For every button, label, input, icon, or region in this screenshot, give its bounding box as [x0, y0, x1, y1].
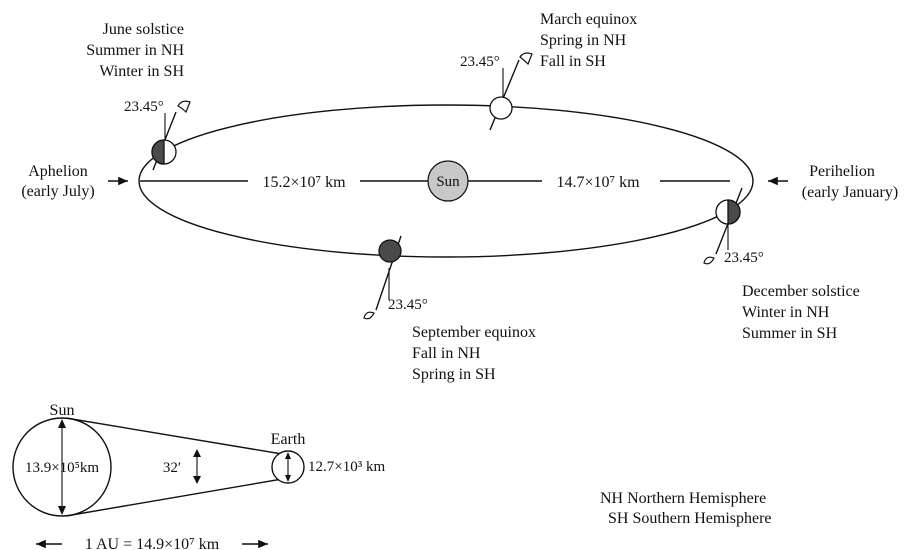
- inset-earth-arrow-top: [285, 452, 291, 459]
- september-earth: [378, 239, 402, 263]
- september-line2: Spring in SH: [412, 366, 496, 383]
- december-title: December solstice: [742, 283, 860, 300]
- march-flag-icon: [519, 52, 533, 66]
- inset-au-label: 1 AU = 14.9×10⁷ km: [85, 536, 220, 550]
- september-title: September equinox: [412, 324, 536, 341]
- inset-sun-arrow-top: [58, 419, 66, 428]
- march-line1: Spring in NH: [540, 32, 627, 49]
- march-line2: Fall in SH: [540, 53, 606, 70]
- earth-june-solstice: 23.45°: [124, 99, 191, 171]
- aphelion-distance-label: 15.2×10⁷ km: [262, 174, 346, 191]
- orbit-ellipse: [138, 104, 754, 258]
- march-tilt-label: 23.45°: [460, 54, 500, 70]
- inset-sun-arrow-bottom: [58, 506, 66, 515]
- sun-disk: [427, 160, 469, 202]
- march-axis: [489, 59, 520, 131]
- inset-earth-arrow-bottom: [285, 475, 291, 482]
- december-earth-dark: [727, 199, 741, 225]
- inset-angle-label: 32′: [163, 460, 181, 476]
- june-title: June solstice: [103, 21, 184, 38]
- geometry-inset: Sun 13.9×10⁵km 32′ Earth 12.7×10³ km 1 A…: [12, 402, 385, 550]
- aphelion-title: Aphelion: [28, 163, 88, 180]
- sun: Sun: [427, 160, 469, 202]
- aphelion-subtitle: (early July): [21, 183, 94, 200]
- september-line1: Fall in NH: [412, 345, 481, 362]
- december-line2: Summer in SH: [742, 325, 838, 342]
- june-earth-dark: [151, 139, 165, 165]
- june-tilt-label: 23.45°: [124, 99, 164, 115]
- sun-label: Sun: [436, 174, 460, 190]
- december-flag-icon: [703, 256, 715, 265]
- legend-sh: SH Southern Hemisphere: [608, 510, 772, 527]
- inset-tangent-bottom: [65, 477, 289, 517]
- inset-tangent-top: [65, 417, 289, 456]
- march-title: March equinox: [540, 11, 637, 28]
- legend: NH Northern Hemisphere SH Southern Hemis…: [600, 490, 772, 527]
- june-line1: Summer in NH: [86, 42, 184, 59]
- perihelion-subtitle: (early January): [802, 184, 898, 201]
- june-line2: Winter in SH: [99, 63, 184, 80]
- december-line1: Winter in NH: [742, 304, 830, 321]
- earth-march-equinox: 23.45°: [460, 52, 533, 131]
- september-tilt-label: 23.45°: [388, 297, 428, 313]
- perihelion-title: Perihelion: [809, 163, 875, 180]
- inset-angle-arrow-bottom: [193, 476, 201, 484]
- earth-september-equinox: 23.45°: [363, 235, 428, 320]
- perihelion-distance-label: 14.7×10⁷ km: [556, 174, 640, 191]
- september-flag-icon: [363, 311, 375, 320]
- legend-nh: NH Northern Hemisphere: [600, 490, 766, 507]
- june-flag-icon: [177, 100, 191, 114]
- inset-sun-diameter: 13.9×10⁵km: [25, 460, 99, 476]
- december-tilt-label: 23.45°: [724, 250, 764, 266]
- inset-sun-label: Sun: [50, 402, 75, 419]
- march-earth: [489, 96, 513, 120]
- inset-earth-label: Earth: [271, 431, 306, 448]
- earth-december-solstice: 23.45°: [703, 187, 764, 266]
- inset-earth-diameter: 12.7×10³ km: [308, 459, 385, 475]
- inset-angle-arrow-top: [193, 449, 201, 457]
